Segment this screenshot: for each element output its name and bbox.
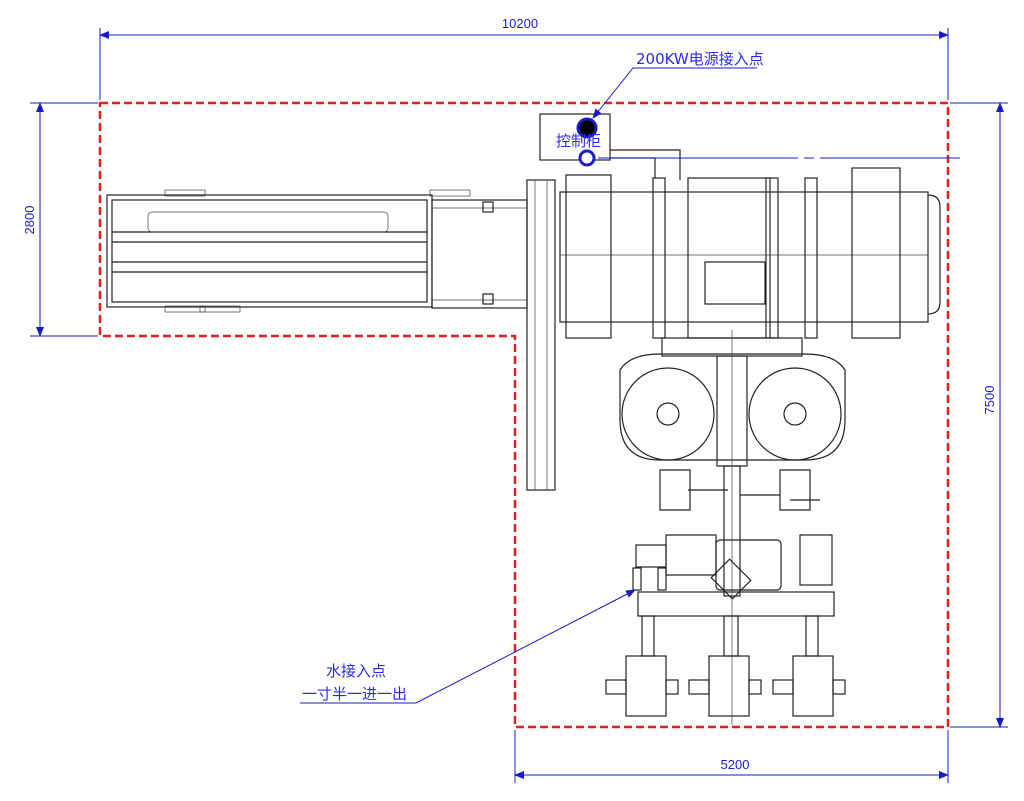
dim-overall-width: 10200 [502,16,538,31]
dim-left-height: 2800 [22,206,37,235]
dimension-bottom: 5200 [514,730,949,783]
power-point-icon [576,117,598,139]
tank-assembly [619,330,846,725]
control-cabinet: 控制柜 [539,113,960,180]
site-boundary [98,101,950,729]
dimension-left: 2800 [22,102,98,337]
water-spec-label: 一寸半一进一出 [302,685,407,703]
water-pumps [605,615,846,717]
dim-lower-width: 5200 [721,757,750,772]
dimension-right: 7500 [950,102,1008,728]
water-callout: 水接入点 一寸半一进一出 [300,589,636,704]
vacuum-pump-set [632,534,835,617]
water-point-label: 水接入点 [326,662,386,680]
control-cabinet-label: 控制柜 [556,132,601,150]
conveyor [106,189,528,313]
power-callout: 200KW电源接入点 [592,50,764,119]
dimension-top: 10200 [99,16,949,100]
main-drum [559,167,941,339]
incline-frame [526,179,556,491]
cable-point-icon [578,149,596,167]
power-point-label: 200KW电源接入点 [636,50,764,68]
dim-overall-height: 7500 [982,386,997,415]
